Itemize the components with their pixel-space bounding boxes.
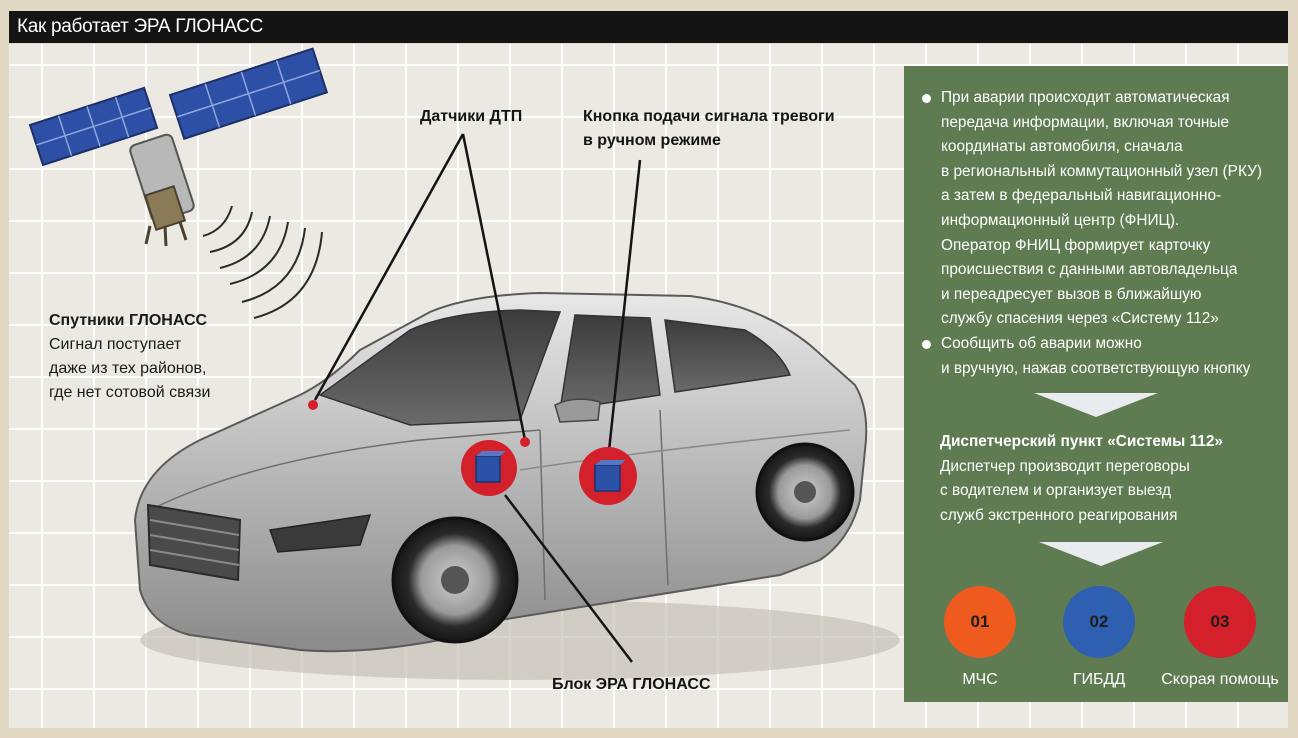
service-number-badge: 03 bbox=[1184, 586, 1256, 658]
service-number-badge: 01 bbox=[944, 586, 1016, 658]
callout-era-glonass-unit: Блок ЭРА ГЛОНАСС bbox=[552, 676, 711, 693]
dispatch-block: Диспетчерский пункт «Системы 112» Диспет… bbox=[940, 430, 1280, 528]
page-title: Как работает ЭРА ГЛОНАСС bbox=[9, 11, 1288, 43]
bullet-list: При аварии происходит автоматическая пер… bbox=[922, 86, 1282, 381]
service-ambulance: 03 Скорая помощь bbox=[1160, 586, 1280, 689]
arrow-down-icon bbox=[1039, 542, 1163, 566]
dispatch-text: Диспетчер производит переговоры с водите… bbox=[940, 457, 1190, 524]
satellite-label: Спутники ГЛОНАСС Сигнал поступает даже и… bbox=[49, 309, 279, 405]
service-emercom: 01 МЧС bbox=[920, 586, 1040, 689]
satellite-text: Сигнал поступает даже из тех районов, гд… bbox=[49, 336, 211, 401]
list-item: Сообщить об аварии можно и вручную, нажа… bbox=[922, 332, 1282, 381]
service-label: Скорая помощь bbox=[1161, 671, 1279, 688]
crash-sensor-marker bbox=[520, 437, 530, 447]
service-traffic-police: 02 ГИБДД bbox=[1039, 586, 1159, 689]
satellite-heading: Спутники ГЛОНАСС bbox=[49, 312, 208, 329]
service-label: МЧС bbox=[962, 671, 998, 688]
callout-crash-sensors: Датчики ДТП bbox=[420, 108, 523, 125]
service-label: ГИБДД bbox=[1072, 671, 1126, 688]
alarm-button-marker bbox=[579, 447, 637, 505]
service-number-badge: 02 bbox=[1063, 586, 1135, 658]
callout-alarm-button: Кнопка подачи сигнала тревоги в ручном р… bbox=[583, 108, 835, 149]
arrow-down-icon bbox=[1034, 393, 1158, 417]
crash-sensor-marker bbox=[308, 400, 318, 410]
list-item: При аварии происходит автоматическая пер… bbox=[922, 86, 1282, 332]
satellite-icon bbox=[28, 47, 329, 247]
info-panel: При аварии происходит автоматическая пер… bbox=[904, 66, 1288, 702]
bullet-dot-icon bbox=[922, 94, 931, 103]
dispatch-heading: Диспетчерский пункт «Системы 112» bbox=[940, 433, 1223, 450]
signal-waves-icon bbox=[202, 205, 323, 319]
era-glonass-unit-marker bbox=[461, 440, 517, 496]
bullet-dot-icon bbox=[922, 339, 931, 349]
leader-lines bbox=[313, 133, 642, 663]
